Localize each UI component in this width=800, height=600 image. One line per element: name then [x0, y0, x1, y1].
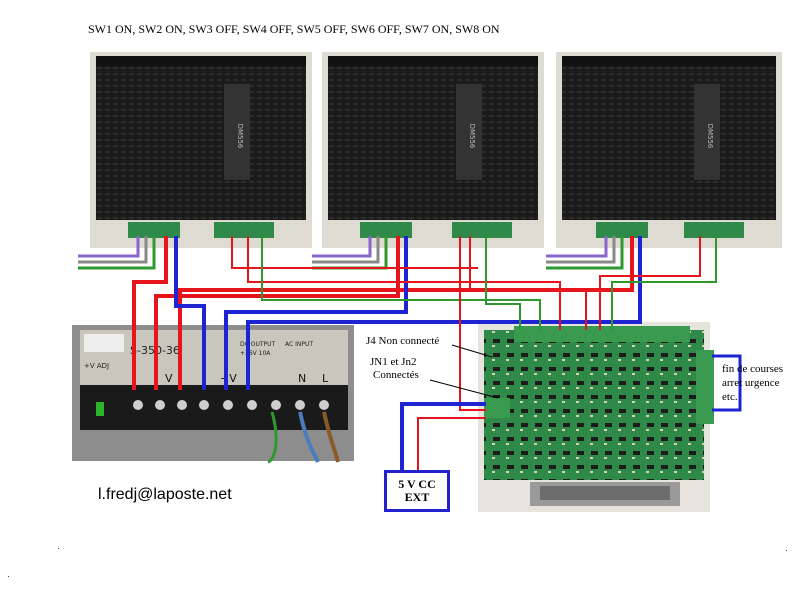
board-top-connector	[514, 326, 690, 342]
limit-switch-annotation-line2: arret urgence	[722, 377, 780, 389]
psu-logo	[84, 334, 124, 352]
board-left-connector	[484, 398, 510, 418]
stray-mark	[8, 576, 9, 577]
external-5v-line1: 5 V CC	[398, 477, 436, 491]
driver-connector-right	[452, 222, 512, 238]
psu-term-l: L	[322, 372, 329, 385]
driver-connector-right	[214, 222, 274, 238]
psu-ac-input-text: AC INPUT	[285, 341, 313, 348]
jn-annotation-line2: Connectés	[373, 369, 419, 381]
external-5v-line2: EXT	[404, 490, 430, 504]
switch-settings-title: SW1 ON, SW2 ON, SW3 OFF, SW4 OFF, SW5 OF…	[88, 22, 500, 36]
psu-led	[96, 402, 104, 416]
driver-connector-right	[684, 222, 744, 238]
driver-3: DM556	[556, 52, 782, 248]
driver-model-text: DM556	[706, 124, 714, 149]
psu-adj-text: +V ADJ	[84, 362, 109, 370]
author-email: l.fredj@laposte.net	[98, 486, 232, 503]
stray-mark	[786, 550, 787, 551]
driver-connector-left	[360, 222, 412, 238]
driver-connector-left	[596, 222, 648, 238]
driver-label-panel	[694, 84, 720, 180]
psu-output-text: DC OUTPUT	[240, 341, 276, 348]
driver-label-panel	[224, 84, 250, 180]
wires	[78, 236, 742, 470]
driver-model-text: DM556	[236, 124, 244, 149]
power-supply: S-350-36 +V ADJ DC OUTPUT +36V 10A AC IN…	[72, 325, 354, 461]
psu-screws	[133, 400, 329, 410]
board-side-connector	[696, 350, 714, 424]
driver-1: DM556	[90, 52, 312, 248]
j4-annotation: J4 Non connecté	[366, 335, 440, 347]
breakout-board	[478, 322, 714, 512]
stray-mark	[58, 548, 59, 549]
psu-terminal-block	[80, 385, 348, 430]
psu-term-n: N	[298, 372, 306, 385]
psu-term-v: V	[165, 372, 173, 385]
driver-label-panel	[456, 84, 482, 180]
psu-term-plusv: +V	[220, 372, 237, 385]
driver-2: DM556	[322, 52, 544, 248]
limit-switch-annotation-line3: etc.	[722, 391, 738, 403]
external-5v-supply-box: 5 V CC EXT	[384, 470, 450, 512]
driver-model-text: DM556	[468, 124, 476, 149]
driver-connector-left	[128, 222, 180, 238]
limit-switch-annotation-line1: fin de courses	[722, 363, 784, 375]
jn-annotation-line1: JN1 et Jn2	[370, 356, 417, 368]
psu-output-spec-text: +36V 10A	[240, 350, 271, 357]
